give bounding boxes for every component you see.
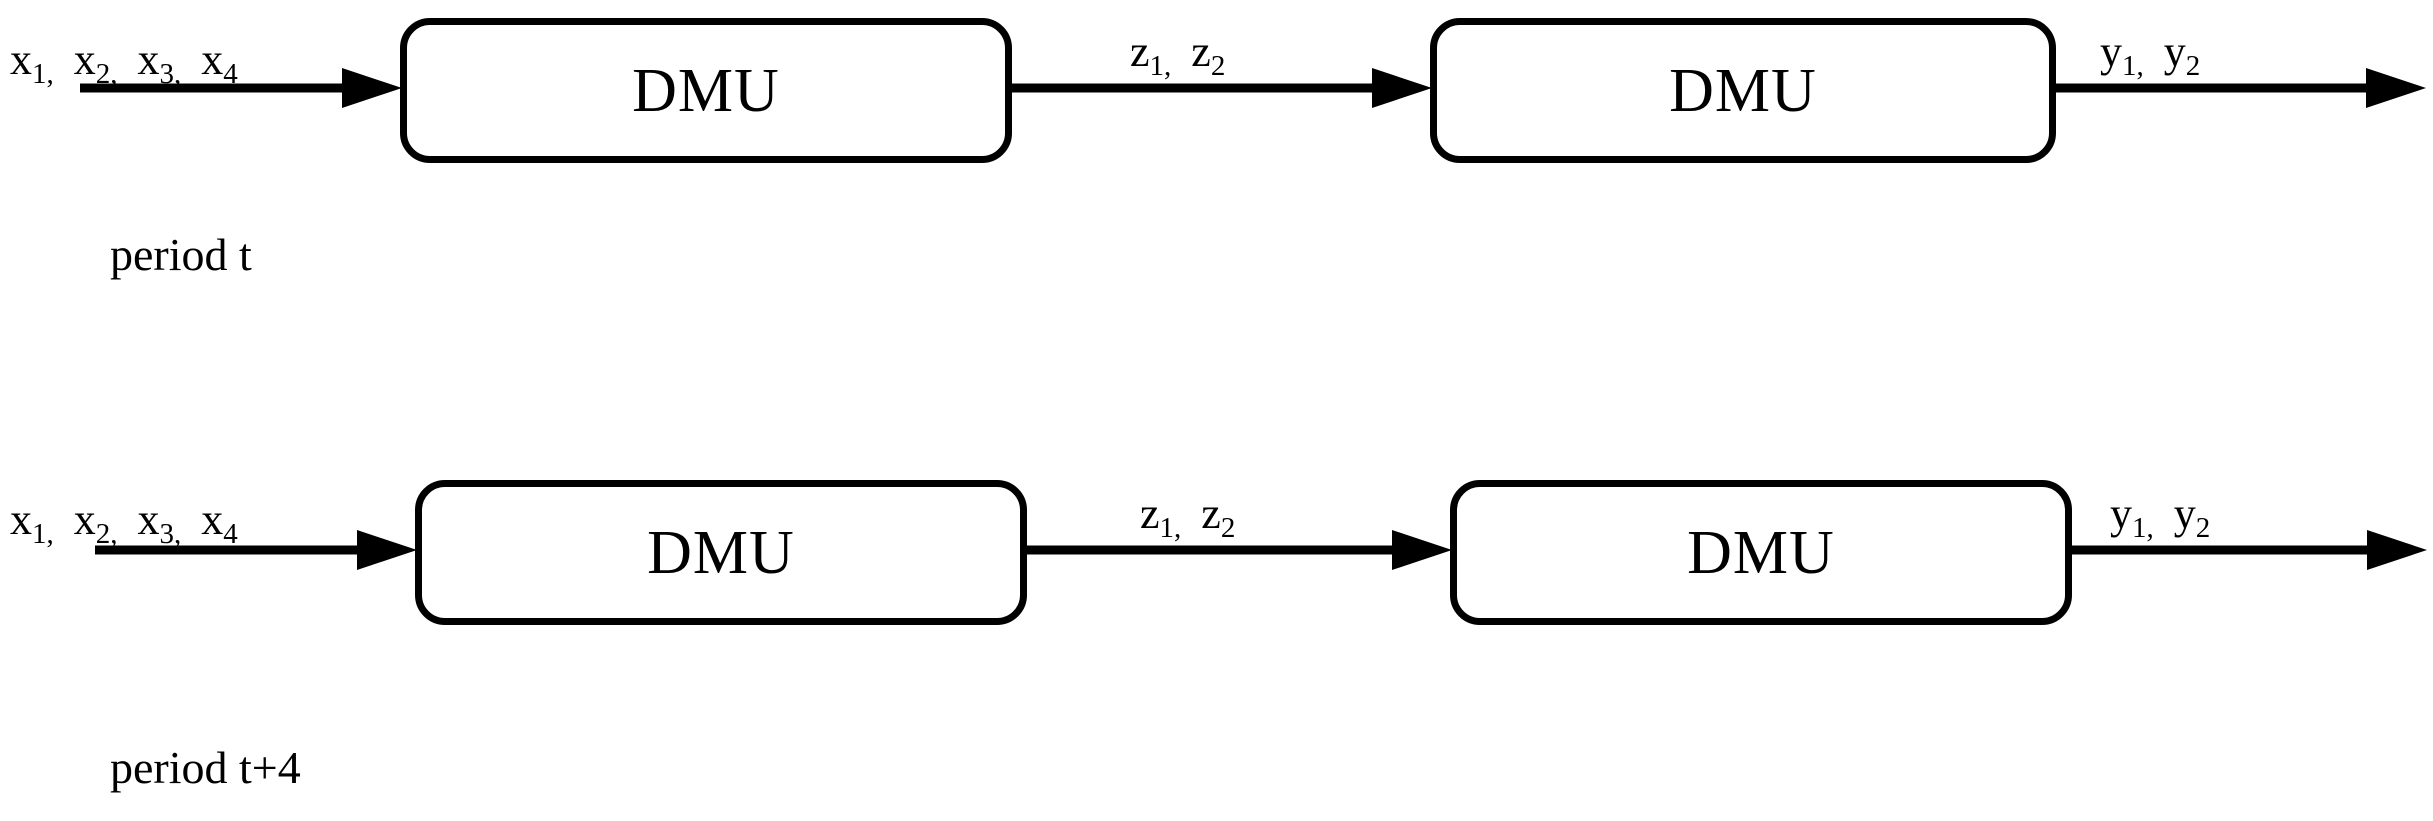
output-variables-label: y1,y2 [2100,27,2200,81]
variable-base: x [10,495,32,544]
variable-subscript: 4 [223,518,238,550]
intermediate-arrow [1012,68,1432,108]
input-arrow [80,68,402,108]
variable-base: z [1201,489,1221,538]
variable-subscript: 1, [32,518,54,550]
variable-base: x [73,35,96,84]
variable-subscript: 3, [159,518,182,550]
variable-base: x [73,495,96,544]
output-arrow [2056,68,2426,108]
variable-base: z [1140,489,1160,538]
variable-subscript: 2 [2195,512,2211,544]
dmu-box-stage1[interactable]: DMU [415,480,1027,625]
variable-base: x [10,35,32,84]
intermediate-arrow [1027,530,1452,570]
period-caption: period t [110,229,252,280]
dmu-box-stage1[interactable]: DMU [400,18,1012,163]
variable-subscript: 2, [95,518,118,550]
input-arrow [95,530,417,570]
variable-base: y [2163,27,2186,76]
variable-subscript: 2 [1220,512,1236,544]
intermediate-variables-label: z1,z2 [1130,27,1225,81]
intermediate-variables-label: z1,z2 [1140,489,1235,543]
dmu-box-stage1-label: DMU [632,56,780,125]
input-variables-label: x1,x2,x3,x4 [10,35,238,89]
variable-subscript: 2, [95,58,118,90]
variable-subscript: 1, [2132,512,2154,544]
variable-base: y [2110,489,2132,538]
variable-base: x [201,35,224,84]
variable-subscript: 2 [2185,50,2201,82]
variable-subscript: 1, [1159,512,1182,544]
process-row-period-t-plus-4: x1,x2,x3,x4 DMU z1,z2 DMU y1,y2 [0,460,2433,821]
variable-base: x [137,495,160,544]
variable-base: z [1130,27,1150,76]
variable-subscript: 1, [2122,50,2144,82]
output-variables-label: y1,y2 [2110,489,2210,543]
process-row-period-t: x1,x2,x3,x4 DMU z1,z2 DMU y1,y2 [0,0,2433,361]
variable-subscript: 3, [159,58,182,90]
variable-subscript: 2 [1210,50,1226,82]
variable-base: z [1191,27,1211,76]
dmu-box-stage1-label: DMU [647,518,795,587]
input-variables-label: x1,x2,x3,x4 [10,495,238,549]
variable-subscript: 1, [1149,50,1172,82]
output-arrow [2072,530,2427,570]
variable-base: x [201,495,224,544]
dmu-box-stage2[interactable]: DMU [1450,480,2072,625]
variable-subscript: 4 [223,58,238,90]
variable-base: y [2173,489,2196,538]
dmu-box-stage2-label: DMU [1687,518,1835,587]
variable-base: x [137,35,160,84]
dmu-box-stage2-label: DMU [1669,56,1817,125]
dmu-box-stage2[interactable]: DMU [1430,18,2056,163]
period-caption: period t+4 [110,742,301,793]
variable-subscript: 1, [32,58,54,90]
variable-base: y [2100,27,2122,76]
